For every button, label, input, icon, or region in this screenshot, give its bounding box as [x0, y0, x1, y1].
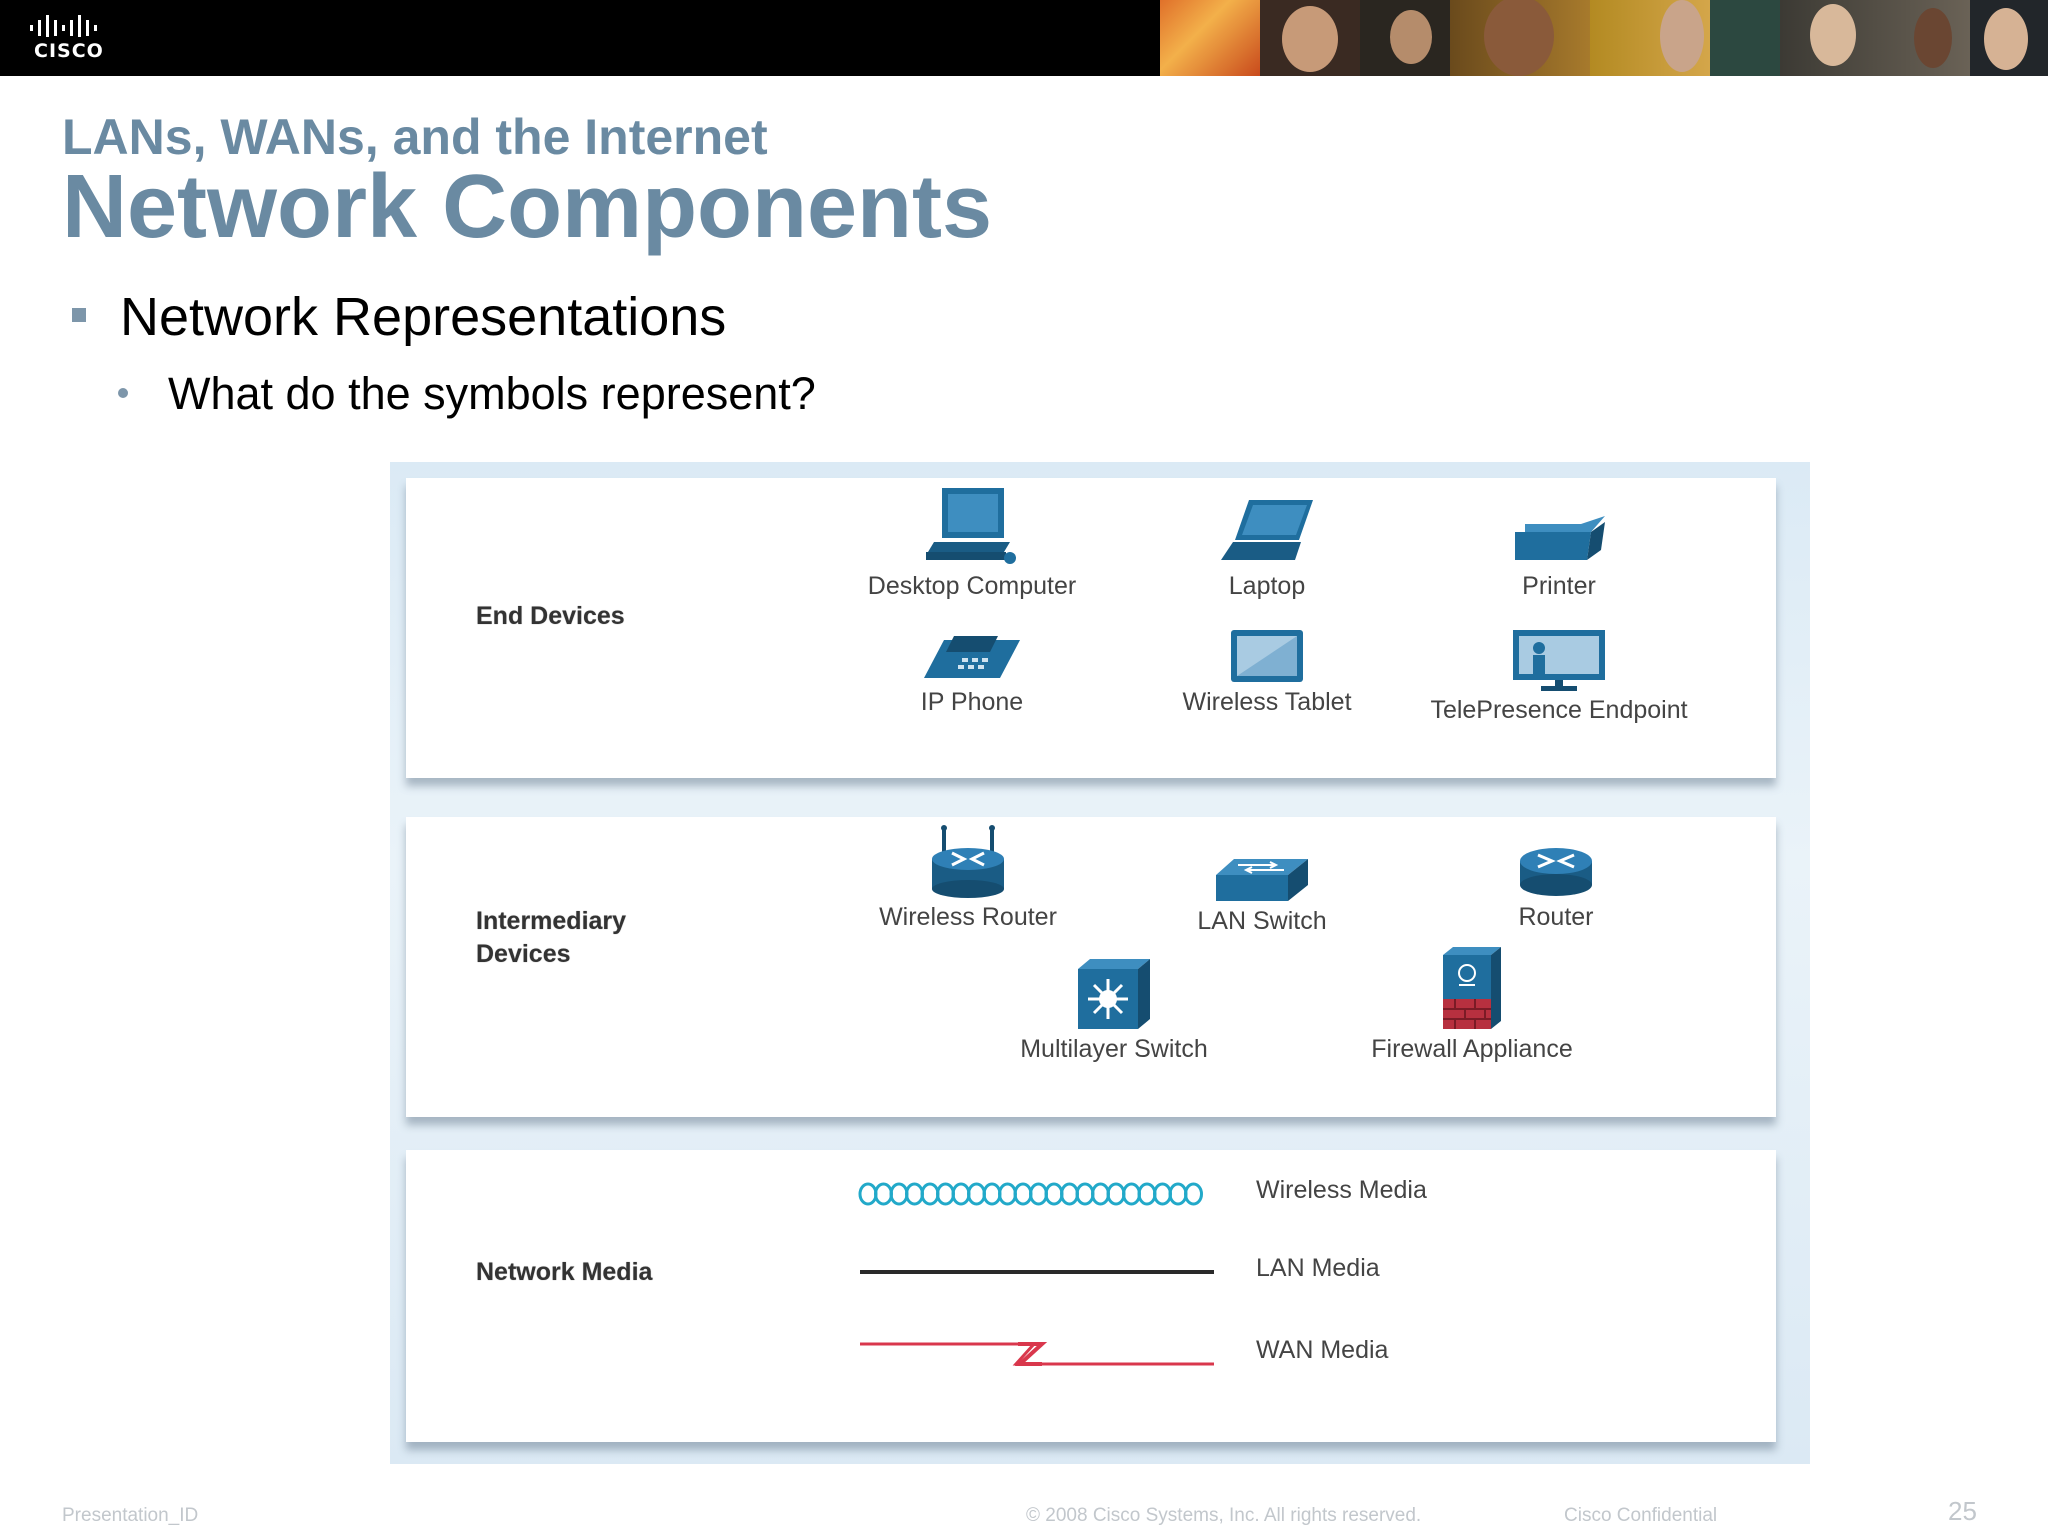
laptop-icon — [1221, 500, 1313, 560]
square-bullet-icon — [72, 308, 86, 322]
wireless-coil-loop — [858, 1182, 878, 1206]
wireless-coil-loop — [1122, 1182, 1141, 1206]
media-label: LAN Media — [1256, 1254, 1380, 1282]
wireless-coil-loop — [905, 1182, 924, 1206]
header-photo-strip — [1160, 0, 2048, 76]
header-photo — [1260, 0, 1360, 76]
device-desktop-computer: Desktop Computer — [842, 486, 1102, 602]
intermediary-devices-panel: Intermediary Devices Wireless Router — [406, 817, 1776, 1117]
wireless-media-line — [858, 1182, 1203, 1206]
wan-media-line — [860, 1342, 1214, 1366]
router-icon — [1520, 848, 1592, 896]
wireless-coil-loop — [1168, 1182, 1188, 1206]
wireless-coil-loop — [967, 1182, 986, 1206]
group-label-network-media: Network Media — [476, 1258, 653, 1286]
wireless-coil-loop — [1137, 1182, 1157, 1206]
device-printer: Printer — [1429, 514, 1689, 602]
wireless-coil-loop — [889, 1182, 909, 1206]
cisco-logo: CISCO — [30, 13, 120, 63]
bullet-text: Network Representations — [120, 287, 727, 347]
media-label: WAN Media — [1256, 1336, 1389, 1364]
header-photo — [1710, 0, 1780, 76]
device-laptop: Laptop — [1137, 498, 1397, 602]
wireless-coil-loop — [1106, 1182, 1126, 1206]
media-row-wan: WAN Media — [858, 1334, 1558, 1374]
dot-bullet-icon — [118, 388, 128, 398]
device-label: Wireless Tablet — [1182, 688, 1352, 716]
device-label: Firewall Appliance — [1371, 1035, 1573, 1063]
cisco-wordmark: CISCO — [34, 40, 104, 62]
wireless-coil-loop — [1044, 1182, 1064, 1206]
wireless-router-icon — [932, 825, 1004, 898]
header-photo — [1160, 0, 1260, 76]
header-photo — [1360, 0, 1450, 76]
device-telepresence-endpoint: TelePresence Endpoint — [1429, 628, 1689, 726]
page-number: 25 — [1948, 1496, 1977, 1526]
footer-confidential: Cisco Confidential — [1564, 1505, 1718, 1526]
device-label: Router — [1518, 903, 1594, 931]
lan-media-line — [860, 1270, 1214, 1274]
device-label: Desktop Computer — [867, 572, 1077, 600]
wireless-coil-loop — [920, 1182, 940, 1206]
device-label: Multilayer Switch — [1020, 1035, 1208, 1063]
header-photo — [1450, 0, 1590, 76]
wireless-tablet-icon — [1231, 630, 1303, 682]
wireless-coil-loop — [1153, 1182, 1172, 1206]
multilayer-switch-icon — [1078, 959, 1150, 1029]
device-lan-switch: LAN Switch — [1132, 857, 1392, 937]
wireless-coil-loop — [1013, 1182, 1033, 1206]
end-devices-panel: End Devices Desktop Computer Laptop — [406, 478, 1776, 778]
top-banner: CISCO — [0, 0, 2048, 76]
header-photo — [1780, 0, 1970, 76]
wireless-coil-loop — [1060, 1182, 1079, 1206]
device-label: Laptop — [1228, 572, 1306, 600]
network-media-panel: Network Media Wireless Media LAN Media W… — [406, 1150, 1776, 1442]
desktop-computer-icon — [926, 488, 1016, 564]
media-row-lan: LAN Media — [858, 1252, 1558, 1292]
media-label: Wireless Media — [1256, 1176, 1427, 1204]
device-multilayer-switch: Multilayer Switch — [984, 957, 1244, 1065]
header-photo — [1590, 0, 1710, 76]
device-router: Router — [1426, 845, 1686, 933]
device-label: LAN Switch — [1197, 907, 1327, 935]
group-label-end-devices: End Devices — [476, 602, 625, 630]
device-wireless-router: Wireless Router — [838, 825, 1098, 933]
cisco-bridge-logo-icon — [30, 15, 97, 37]
ip-phone-icon — [924, 636, 1020, 678]
footer-copyright: © 2008 Cisco Systems, Inc. All rights re… — [1026, 1505, 1422, 1526]
lan-switch-icon — [1216, 859, 1308, 901]
wireless-coil-loop — [982, 1182, 1002, 1206]
wireless-coil-loop — [951, 1182, 971, 1206]
wireless-coil-loop — [1029, 1182, 1048, 1206]
wireless-coil-loop — [1075, 1182, 1095, 1206]
device-ip-phone: IP Phone — [842, 634, 1102, 718]
wireless-coil-loop — [874, 1182, 893, 1206]
slide-title: Network Components — [62, 157, 993, 257]
firewall-appliance-icon — [1443, 947, 1501, 1029]
wireless-coil-loop — [1184, 1182, 1203, 1206]
wireless-coil-loop — [1091, 1182, 1110, 1206]
wireless-coil-loop — [936, 1182, 955, 1206]
printer-icon — [1515, 516, 1605, 560]
network-symbols-diagram: End Devices Desktop Computer Laptop — [390, 462, 1810, 1464]
group-label-intermediary-devices: Intermediary Devices — [476, 907, 627, 968]
wireless-coil-loop — [998, 1182, 1017, 1206]
device-label: Wireless Router — [879, 903, 1057, 931]
header-photo — [1970, 0, 2048, 76]
footer-presentation-id: Presentation_ID — [62, 1505, 199, 1526]
device-wireless-tablet: Wireless Tablet — [1137, 628, 1397, 718]
device-label: TelePresence Endpoint — [1430, 696, 1688, 724]
telepresence-endpoint-icon — [1513, 630, 1605, 691]
device-firewall-appliance: Firewall Appliance — [1342, 945, 1602, 1065]
bullet-text: What do the symbols represent? — [168, 368, 816, 419]
slide-subtitle: LANs, WANs, and the Internet — [62, 109, 768, 165]
device-label: Printer — [1522, 572, 1596, 600]
media-row-wireless: Wireless Media — [858, 1174, 1558, 1214]
device-label: IP Phone — [920, 688, 1024, 716]
